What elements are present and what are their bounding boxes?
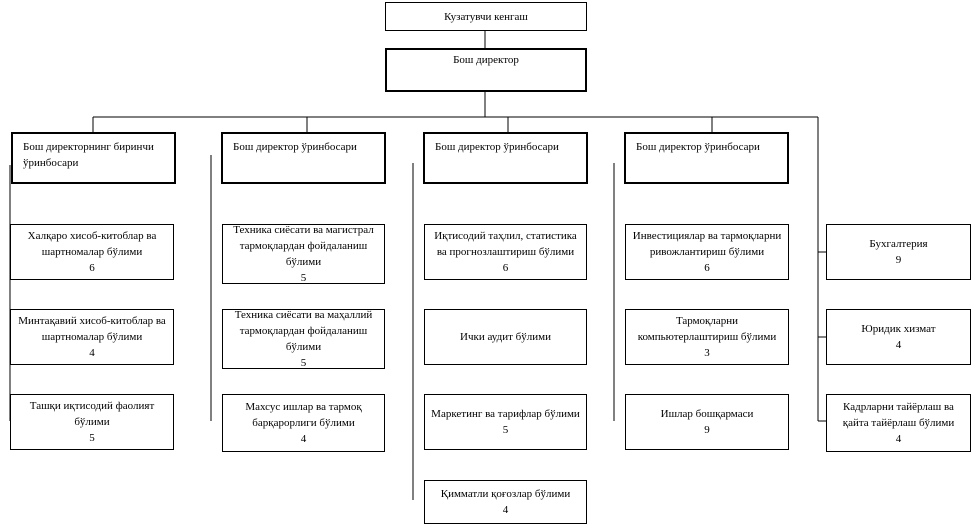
department-name: Минтақавий хисоб-китоблар ва шартномалар…	[18, 315, 166, 343]
department-box: Тармоқларни компьютерлаштириш бўлими 3	[625, 309, 789, 365]
first-deputy-box: Бош директорнинг биринчи ўринбосари	[11, 132, 176, 184]
department-staff-count: 6	[89, 262, 95, 274]
department-box: Техника сиёсати ва магистрал тармоқларда…	[222, 224, 385, 284]
department-staff-count: 4	[502, 504, 509, 516]
first-deputy-label: Бош директорнинг биринчи ўринбосари	[23, 141, 154, 169]
department-box: Махсус ишлар ва тармоқ барқарорлиги бўли…	[222, 394, 385, 452]
department-name: Бухгалтерия	[869, 238, 928, 250]
department-box: Маркетинг ва тарифлар бўлими 5	[424, 394, 587, 450]
department-box: Халқаро хисоб-китоблар ва шартномалар бў…	[10, 224, 174, 280]
department-name: Юридик хизмат	[861, 323, 936, 335]
department-name: Кадрларни тайёрлаш ва қайта тайёрлаш бўл…	[842, 401, 955, 429]
ceo-box: Бош директор	[385, 48, 587, 92]
department-box: Ташқи иқтисодий фаолият бўлими 5	[10, 394, 174, 450]
department-box: Бухгалтерия 9	[826, 224, 971, 280]
department-staff-count: 9	[704, 424, 710, 436]
department-staff-count: 3	[704, 347, 710, 359]
deputy-label-4: Бош директор ўринбосари	[636, 141, 760, 153]
department-name: Ташқи иқтисодий фаолият бўлими	[29, 400, 155, 428]
department-staff-count: 4	[89, 347, 95, 359]
department-box: Юридик хизмат 4	[826, 309, 971, 365]
deputy-box-3: Бош директор ўринбосари	[423, 132, 588, 184]
department-staff-count: 4	[895, 339, 902, 351]
department-box: Минтақавий хисоб-китоблар ва шартномалар…	[10, 309, 174, 365]
supervisory-board-label: Кузатувчи кенгаш	[444, 10, 528, 23]
department-staff-count: 6	[502, 262, 509, 274]
department-name: Ишлар бошқармаси	[660, 408, 754, 420]
ceo-label: Бош директор	[453, 54, 519, 66]
department-staff-count: 9	[895, 254, 902, 266]
department-name: Маркетинг ва тарифлар бўлими	[431, 408, 580, 420]
department-box: Кадрларни тайёрлаш ва қайта тайёрлаш бўл…	[826, 394, 971, 452]
deputy-label-2: Бош директор ўринбосари	[233, 141, 357, 153]
department-name: Техника сиёсати ва магистрал тармоқларда…	[233, 224, 374, 268]
department-box: Иқтисодий таҳлил, статистика ва прогнозл…	[424, 224, 587, 280]
department-name: Қимматли қоғозлар бўлими	[440, 488, 571, 500]
department-name: Ички аудит бўлими	[460, 331, 551, 343]
department-staff-count: 5	[502, 424, 509, 436]
department-box: Инвестициялар ва тармоқларни ривожлантир…	[625, 224, 789, 280]
department-box: Ички аудит бўлими	[424, 309, 587, 365]
department-box: Техника сиёсати ва маҳаллий тармоқлардан…	[222, 309, 385, 369]
department-box: Қимматли қоғозлар бўлими 4	[424, 480, 587, 524]
department-staff-count: 4	[895, 433, 902, 445]
department-staff-count: 5	[300, 272, 307, 284]
department-staff-count: 5	[300, 357, 307, 369]
deputy-box-2: Бош директор ўринбосари	[221, 132, 386, 184]
department-name: Халқаро хисоб-китоблар ва шартномалар бў…	[27, 230, 157, 258]
department-staff-count: 5	[89, 432, 95, 444]
department-name: Махсус ишлар ва тармоқ барқарорлиги бўли…	[245, 401, 362, 429]
department-staff-count: 4	[300, 433, 307, 445]
deputy-box-4: Бош директор ўринбосари	[624, 132, 789, 184]
department-name: Инвестициялар ва тармоқларни ривожлантир…	[632, 230, 782, 258]
department-box: Ишлар бошқармаси 9	[625, 394, 789, 450]
department-name: Техника сиёсати ва маҳаллий тармоқлардан…	[234, 309, 373, 353]
department-name: Иқтисодий таҳлил, статистика ва прогнозл…	[434, 230, 577, 258]
department-name: Тармоқларни компьютерлаштириш бўлими	[637, 315, 777, 343]
supervisory-board-box: Кузатувчи кенгаш	[385, 2, 587, 31]
department-staff-count: 6	[704, 262, 710, 274]
deputy-label-3: Бош директор ўринбосари	[435, 141, 559, 153]
